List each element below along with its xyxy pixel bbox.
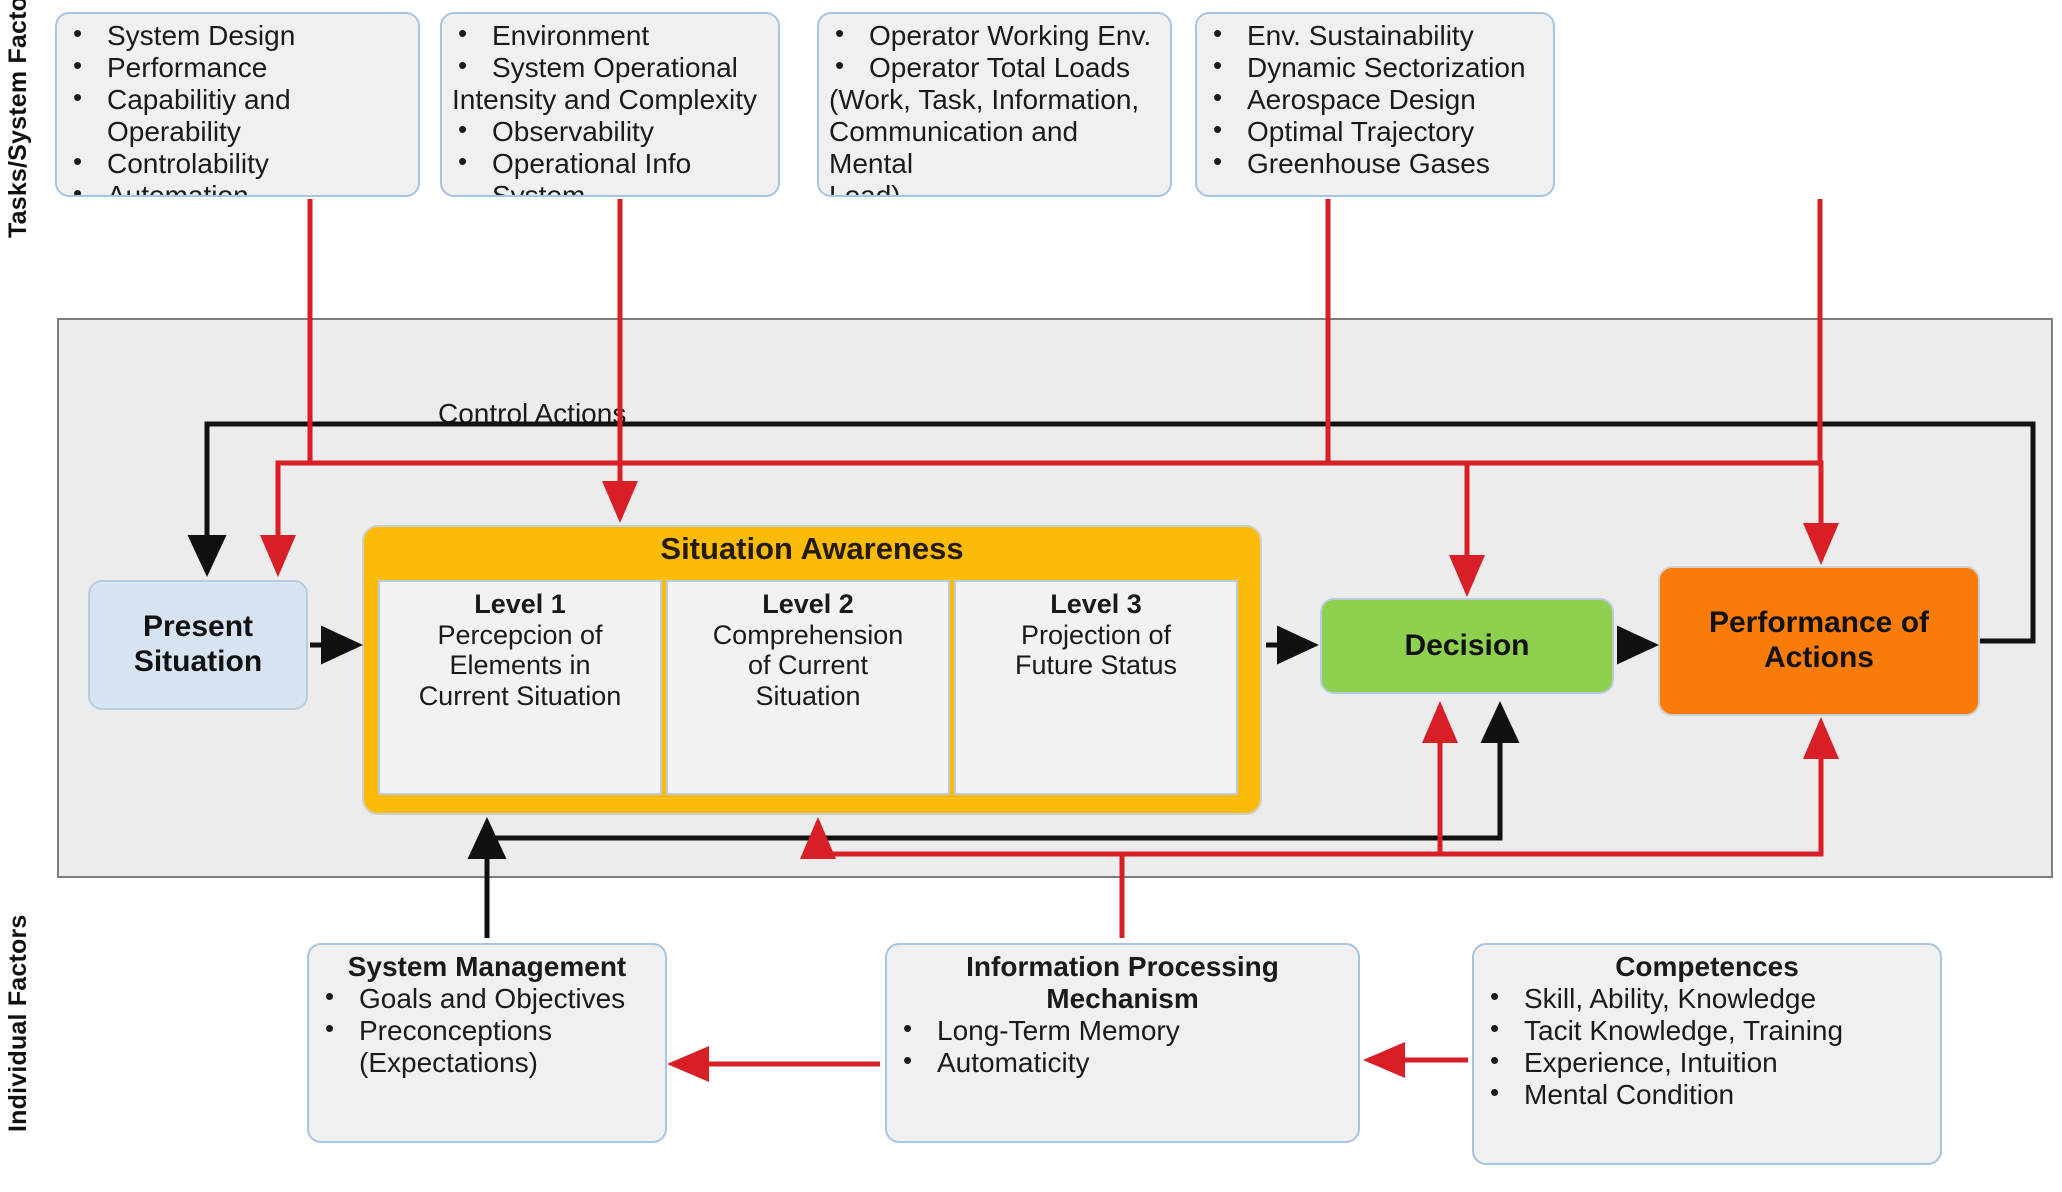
- factor-list: Skill, Ability, Knowledge Tacit Knowledg…: [1484, 982, 1930, 1111]
- node-present-situation[interactable]: Present Situation: [88, 580, 308, 710]
- ipm-title-line-2: Mechanism: [1046, 982, 1199, 1014]
- list-item: Controlability: [67, 147, 408, 180]
- list-item: Capabilitiy and Operability: [67, 83, 408, 148]
- list-item: Greenhouse Gases: [1207, 147, 1543, 180]
- list-item-continuation: Load): [829, 179, 901, 197]
- list-item: Env. Sustainability: [1207, 19, 1543, 52]
- factor-box-operator-factors[interactable]: Operator Working Env. Operator Total Loa…: [817, 12, 1172, 197]
- list-item: Optimal Trajectory: [1207, 115, 1543, 148]
- competences-title: Competences: [1615, 951, 1799, 982]
- list-item: Operational Info System: [452, 147, 768, 195]
- factor-list: Env. Sustainability Dynamic Sectorizatio…: [1207, 19, 1543, 180]
- present-situation-line-1: Present: [142, 610, 254, 644]
- node-performance-of-actions[interactable]: Performance of Actions: [1658, 566, 1980, 716]
- performance-line-2: Actions: [1763, 641, 1874, 674]
- list-item: System Operational: [452, 51, 768, 84]
- performance-line-1: Performance of: [1708, 606, 1930, 640]
- list-item-continuation: (Expectations): [359, 1046, 538, 1078]
- list-item-continuation: (Work, Task, Information,: [829, 83, 1140, 115]
- sa-level-3-heading: Level 3: [1050, 589, 1142, 619]
- list-item: Mental Condition: [1484, 1078, 1930, 1111]
- sa-level-2-heading: Level 2: [762, 589, 854, 619]
- side-label-tasks-system-factors: Tasks/System Factors: [4, 0, 32, 238]
- sa-level-1-heading: Level 1: [474, 589, 566, 619]
- list-item: Environment: [452, 19, 768, 52]
- system-management-title: System Management: [347, 951, 627, 982]
- group-situation-awareness[interactable]: Situation Awareness Level 1 Percepcion o…: [362, 525, 1262, 815]
- factor-box-competences[interactable]: Competences Skill, Ability, Knowledge Ta…: [1472, 943, 1942, 1165]
- side-label-individual-factors: Individual Factors: [4, 914, 32, 1132]
- node-decision[interactable]: Decision: [1320, 598, 1614, 694]
- factor-box-sustainability-factors[interactable]: Env. Sustainability Dynamic Sectorizatio…: [1195, 12, 1555, 197]
- list-item: Preconceptions: [319, 1014, 655, 1047]
- ipm-title-line-1: Information Processing: [966, 951, 1279, 982]
- list-item: Automation: [67, 179, 408, 195]
- factor-list: Operator Working Env. Operator Total Loa…: [829, 19, 1160, 197]
- list-item: Operator Total Loads: [829, 51, 1160, 84]
- factor-list: System Design Performance Capabilitiy an…: [67, 19, 408, 195]
- factor-box-system-management[interactable]: System Management Goals and Objectives P…: [307, 943, 667, 1143]
- factor-box-system-factors[interactable]: System Design Performance Capabilitiy an…: [55, 12, 420, 197]
- list-item: Performance: [67, 51, 408, 84]
- list-item-continuation: Intensity and Complexity: [452, 83, 758, 115]
- factor-box-information-processing-mechanism[interactable]: Information Processing Mechanism Long-Te…: [885, 943, 1360, 1143]
- factor-list: Goals and Objectives Preconceptions (Exp…: [319, 982, 655, 1079]
- list-item: Dynamic Sectorization: [1207, 51, 1543, 84]
- list-item-continuation: Communication and Mental: [829, 115, 1079, 179]
- list-item: Long-Term Memory: [897, 1014, 1348, 1047]
- factor-list: Environment System Operational Intensity…: [452, 19, 768, 195]
- decision-label: Decision: [1404, 628, 1530, 662]
- list-item: Skill, Ability, Knowledge: [1484, 982, 1930, 1015]
- list-item: Tacit Knowledge, Training: [1484, 1014, 1930, 1047]
- factor-box-environment-factors[interactable]: Environment System Operational Intensity…: [440, 12, 780, 197]
- present-situation-line-2: Situation: [133, 645, 263, 678]
- list-item: Operator Working Env.: [829, 19, 1160, 52]
- factor-list: Long-Term Memory Automaticity: [897, 1014, 1348, 1079]
- list-item: Automaticity: [897, 1046, 1348, 1079]
- list-item: Observability: [452, 115, 768, 148]
- situation-awareness-title: Situation Awareness: [660, 531, 964, 566]
- list-item: Goals and Objectives: [319, 982, 655, 1015]
- list-item: Aerospace Design: [1207, 83, 1543, 116]
- list-item: Experience, Intuition: [1484, 1046, 1930, 1079]
- control-actions-label: Control Actions: [438, 398, 627, 429]
- list-item: System Design: [67, 19, 408, 52]
